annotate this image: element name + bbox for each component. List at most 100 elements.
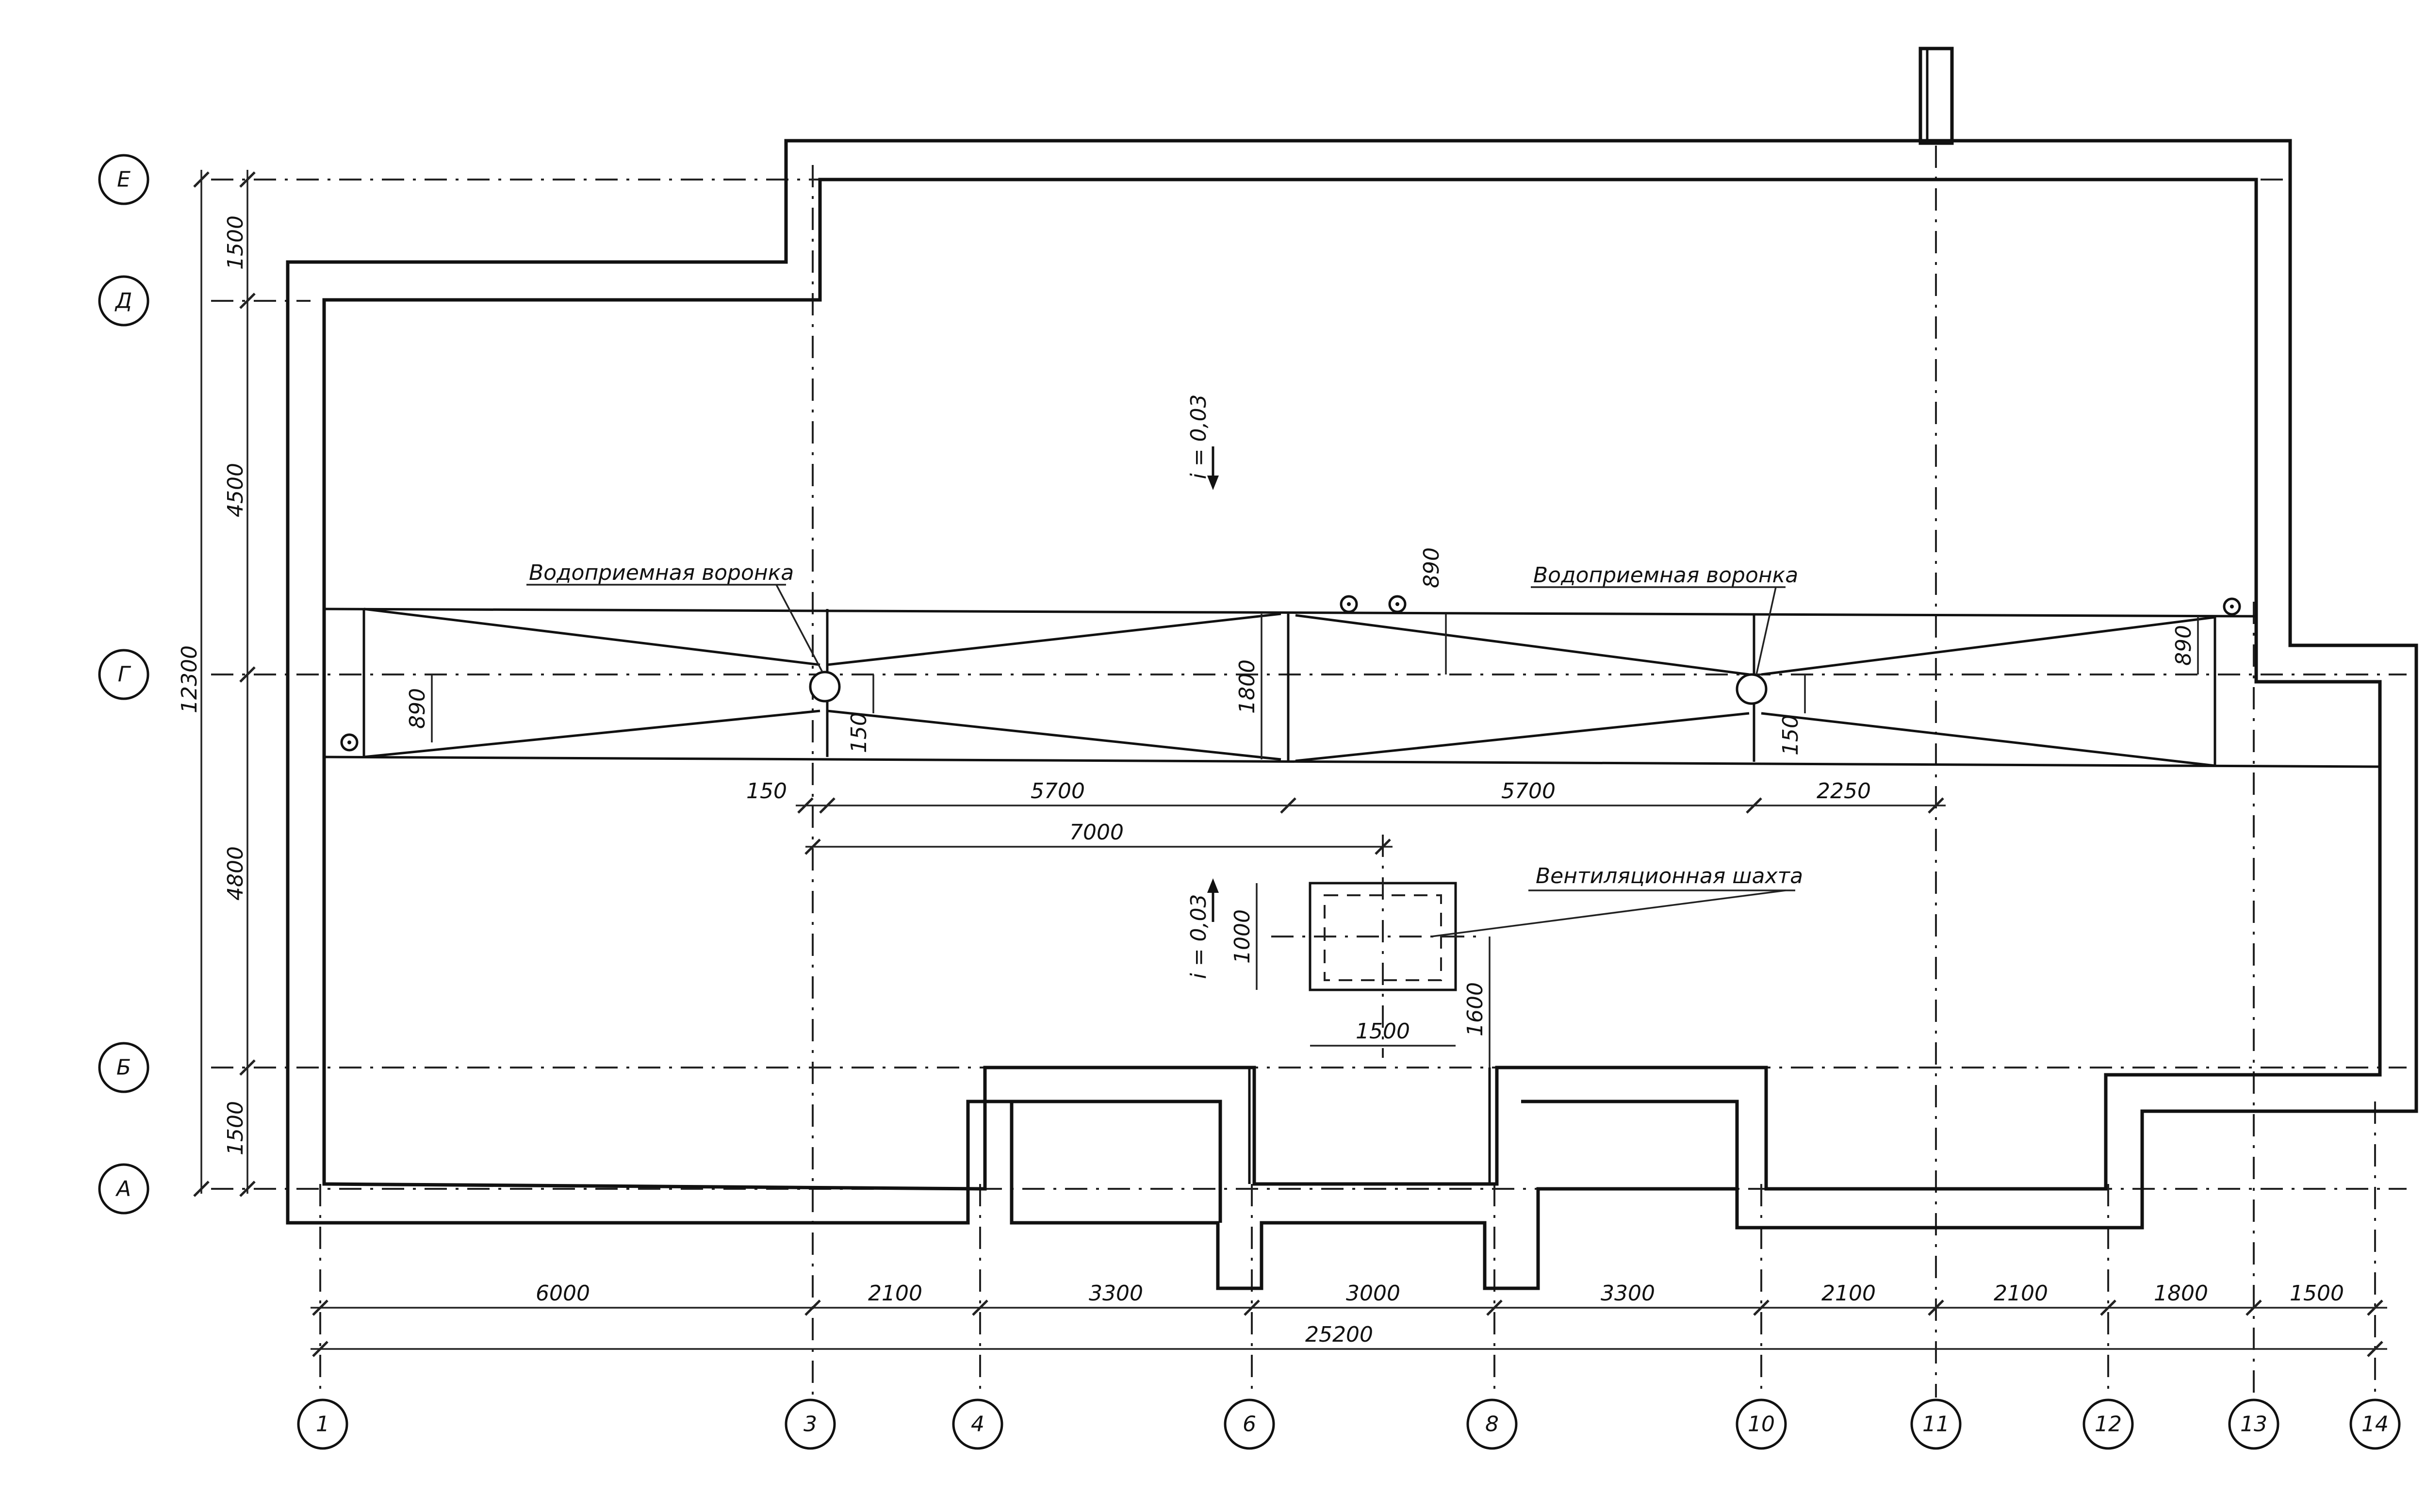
gutter-bottom-edge [324, 756, 2380, 768]
dim-11-12: 2100 [1994, 1281, 2048, 1306]
dim-total-horizontal: 25200 [1305, 1322, 1373, 1347]
dim-3-4: 2100 [868, 1281, 922, 1306]
bottom-dimensions [311, 1299, 2387, 1357]
dim-8-10: 3300 [1601, 1281, 1655, 1306]
label-vent-shaft: Вентиляционная шахта [1536, 864, 1803, 888]
row-axis-bubbles: Е Д Г Б А [98, 154, 149, 1215]
label-funnel-left: Водоприемная воронка [529, 560, 794, 585]
dim-1-3: 6000 [536, 1281, 590, 1306]
dim-890-top: 890 [1419, 547, 1444, 588]
gutter-top-edge [324, 608, 2257, 618]
outer-parapet [286, 139, 2418, 1290]
dim-gutter-150: 150 [746, 779, 787, 804]
axis-bubble-E: Е [98, 154, 149, 205]
dim-gutter-5700a: 5700 [1031, 779, 1085, 804]
dim-12-13: 1800 [2154, 1281, 2208, 1306]
vent-shaft [1271, 835, 1795, 1058]
level-marker [1388, 595, 1407, 613]
dim-150-left: 150 [847, 712, 871, 753]
dim-13-14: 1500 [2290, 1281, 2344, 1306]
dim-890-right: 890 [2171, 625, 2196, 666]
axis-label-10: 10 [1748, 1412, 1775, 1437]
chimney [1918, 47, 1954, 145]
column-axis-bubbles: 1 3 4 6 8 10 11 12 13 14 [297, 1398, 2401, 1450]
slope-arrows [1207, 446, 1219, 922]
axis-bubble-4: 4 [952, 1398, 1003, 1450]
label-funnel-right: Водоприемная воронка [1533, 563, 1798, 588]
dim-seg-ED: 1500 [223, 215, 248, 270]
axis-bubble-3: 3 [785, 1398, 836, 1450]
axis-label-11: 11 [1922, 1412, 1950, 1437]
axis-bubble-13: 13 [2228, 1398, 2279, 1450]
label-slope-bottom: i = 0,03 [1186, 894, 1211, 979]
dim-gutter-2250: 2250 [1817, 779, 1871, 804]
valley-line [1761, 616, 2215, 676]
axis-label-8: 8 [1485, 1412, 1499, 1437]
slope-arrowhead [1207, 476, 1219, 490]
gutter-band [324, 595, 2380, 768]
valley-line [363, 608, 820, 666]
axis-label-4: 4 [971, 1412, 984, 1437]
axis-label-14: 14 [2361, 1412, 2389, 1437]
label-slope-top: i = 0,03 [1186, 394, 1211, 479]
axis-bubble-8: 8 [1466, 1398, 1518, 1450]
axis-label-B: Б [116, 1055, 131, 1080]
axis-label-A: А [115, 1177, 131, 1201]
axis-bubble-G: Г [98, 649, 149, 700]
dim-gutter-5700b: 5700 [1501, 779, 1556, 804]
dim-890-left: 890 [405, 688, 430, 729]
axis-bubble-12: 12 [2082, 1398, 2134, 1450]
dim-6-8: 3000 [1346, 1281, 1400, 1306]
valley-line [827, 612, 1281, 666]
dim-10-11: 2100 [1821, 1281, 1876, 1306]
axis-bubble-D: Д [98, 275, 149, 327]
valley-line [363, 709, 820, 758]
axis-bubble-6: 6 [1224, 1398, 1275, 1450]
axis-lines [211, 146, 2407, 1397]
dim-150-right: 150 [1778, 715, 1803, 756]
dimension-texts: 12300 1500 4500 4800 1500 6000 2100 3300… [177, 215, 2344, 1347]
funnel-left [809, 671, 841, 703]
level-marker [340, 733, 359, 752]
dim-seg-DG: 4500 [223, 463, 248, 517]
funnel-right [1736, 673, 1768, 705]
dim-total-vertical: 12300 [177, 645, 202, 713]
dim-1800: 1800 [1235, 659, 1260, 714]
axis-bubble-B: Б [98, 1042, 149, 1093]
valley-line [827, 709, 1281, 761]
inner-parapet [322, 178, 2382, 1191]
axis-label-E: Е [117, 167, 131, 192]
level-marker [2223, 597, 2241, 616]
axis-bubble-11: 11 [1910, 1398, 1962, 1450]
recess-right [1521, 1100, 1739, 1189]
axis-label-D: Д [115, 289, 132, 313]
valley-line [1295, 712, 1750, 762]
axis-bubble-14: 14 [2349, 1398, 2401, 1450]
axis-bubble-A: А [98, 1163, 149, 1215]
axis-label-13: 13 [2240, 1412, 2267, 1437]
axis-bubble-1: 1 [297, 1398, 348, 1450]
recess-left [1012, 1100, 1222, 1223]
level-marker [1340, 595, 1358, 613]
dim-gutter-7000: 7000 [1069, 820, 1124, 845]
valley-line [1295, 614, 1750, 676]
drawing-labels: Водоприемная воронка Водоприемная воронк… [526, 394, 1803, 979]
axis-label-1: 1 [316, 1412, 329, 1437]
dim-seg-GB: 4800 [223, 846, 248, 901]
axis-label-12: 12 [2095, 1412, 2122, 1437]
leader-funnel-right [1755, 587, 1777, 675]
dim-shaft-offset: 1600 [1463, 982, 1488, 1036]
slope-arrowhead [1207, 878, 1219, 893]
axis-label-6: 6 [1243, 1412, 1256, 1437]
dim-4-6: 3300 [1089, 1281, 1143, 1306]
valley-line [1761, 712, 2215, 767]
axis-label-G: Г [118, 662, 131, 687]
axis-label-3: 3 [803, 1412, 817, 1437]
leader-funnel-left [775, 584, 823, 673]
dim-seg-BA: 1500 [223, 1101, 248, 1155]
dim-shaft-width: 1500 [1356, 1019, 1410, 1044]
leader-vent-shaft [1431, 889, 1786, 937]
dim-shaft-height: 1000 [1230, 909, 1255, 964]
gutter-dimensions [431, 614, 2199, 1068]
